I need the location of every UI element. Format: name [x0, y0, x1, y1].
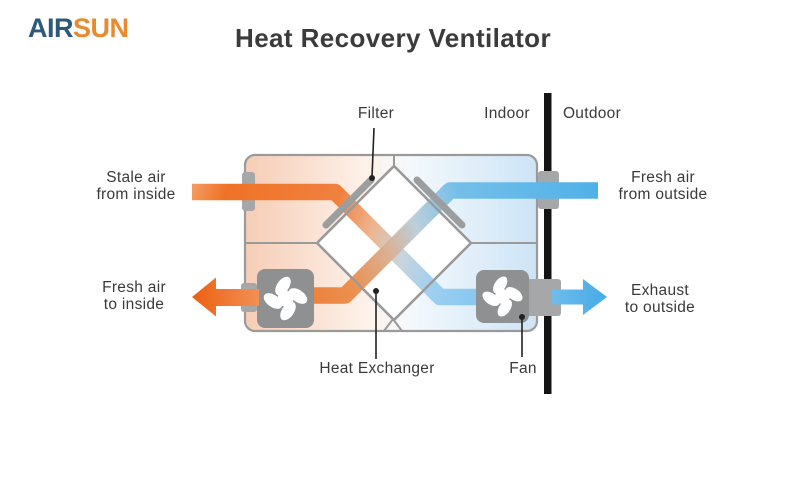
- label-indoor: Indoor: [484, 105, 530, 122]
- fan-icon-right: [482, 276, 523, 317]
- unit-compartment-lines: [245, 155, 537, 332]
- logo-air: AIR: [28, 13, 74, 43]
- label-fan: Fan: [509, 360, 537, 377]
- label-stale-air: Stale air from inside: [96, 169, 176, 203]
- logo: AIRSUN: [28, 13, 129, 44]
- arrow-fresh-to-inside: [192, 277, 259, 317]
- filter-bar-left: [322, 176, 375, 229]
- label-outdoor: Outdoor: [562, 105, 622, 122]
- fan-icon-left: [263, 276, 308, 321]
- label-pointers: [369, 127, 525, 359]
- wall-line: [544, 93, 552, 394]
- label-fresh-air-to-inside: Fresh air to inside: [102, 279, 166, 313]
- heat-exchanger-outline: [315, 164, 473, 322]
- arrow-exhaust-to-outside: [552, 279, 607, 315]
- label-heat-exchanger: Heat Exchanger: [319, 360, 435, 377]
- stream-fresh-outside-to-inside: [300, 182, 598, 304]
- label-filter: Filter: [357, 105, 395, 122]
- connector-right-bottom: [526, 279, 561, 316]
- label-fresh-air-from-outside: Fresh air from outside: [618, 169, 708, 203]
- filter-pointer: [371, 127, 375, 178]
- label-exhaust: Exhaust to outside: [624, 282, 696, 316]
- logo-sun: SUN: [73, 13, 129, 43]
- page-title: Heat Recovery Ventilator: [235, 23, 551, 53]
- filter-bars: [322, 176, 466, 229]
- filter-bar-right: [413, 176, 466, 229]
